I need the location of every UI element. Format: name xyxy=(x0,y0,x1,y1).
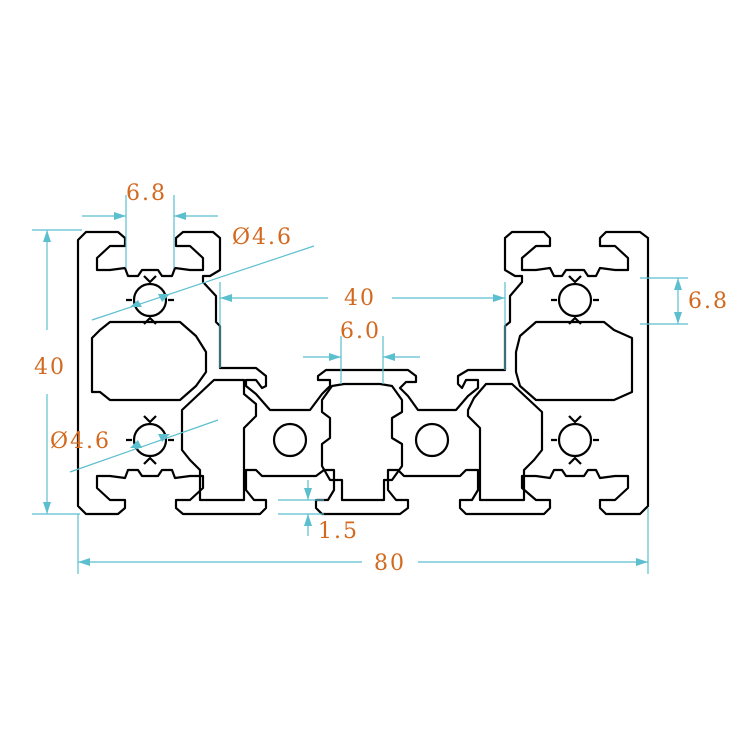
hole-center-right xyxy=(414,422,450,458)
notch-top-left xyxy=(126,275,174,325)
notch-bottom-left xyxy=(126,415,174,465)
profile-cavity-center xyxy=(320,382,404,502)
dimension-lines xyxy=(32,195,688,574)
hole-top-right xyxy=(557,282,593,318)
notch-bottom-right xyxy=(551,415,599,465)
profile-cavity-right-middle xyxy=(466,382,544,502)
dim-hole-diameter-top: Ø4.6 xyxy=(232,225,293,250)
hole-bottom-left xyxy=(132,422,168,458)
hole-center-left xyxy=(272,422,308,458)
dim-height-left: 40 xyxy=(34,355,66,380)
notch-top-right xyxy=(551,275,599,325)
dimension-labels: 6.8 Ø4.6 40 Ø4.6 40 6.0 6.8 1.5 80 xyxy=(34,181,729,576)
hole-top-left xyxy=(132,282,168,318)
profile-cavity-right-upper xyxy=(514,320,634,402)
dim-wall-thickness: 1.5 xyxy=(318,519,359,544)
dim-slot-width-top-left: 6.8 xyxy=(126,181,167,206)
dim-slot-width-right: 6.8 xyxy=(688,289,729,314)
hole-bottom-right xyxy=(557,422,593,458)
dim-pitch-top: 40 xyxy=(344,286,376,311)
profile-cavity-left-upper xyxy=(90,320,208,402)
profile-outer-contour xyxy=(76,230,650,516)
profile-cavity-left-middle xyxy=(180,378,258,502)
dim-total-width: 80 xyxy=(374,551,406,576)
dim-hole-diameter-bottom: Ø4.6 xyxy=(50,429,111,454)
profile-outline xyxy=(76,230,650,516)
dim-slot-width-center: 6.0 xyxy=(340,319,381,344)
